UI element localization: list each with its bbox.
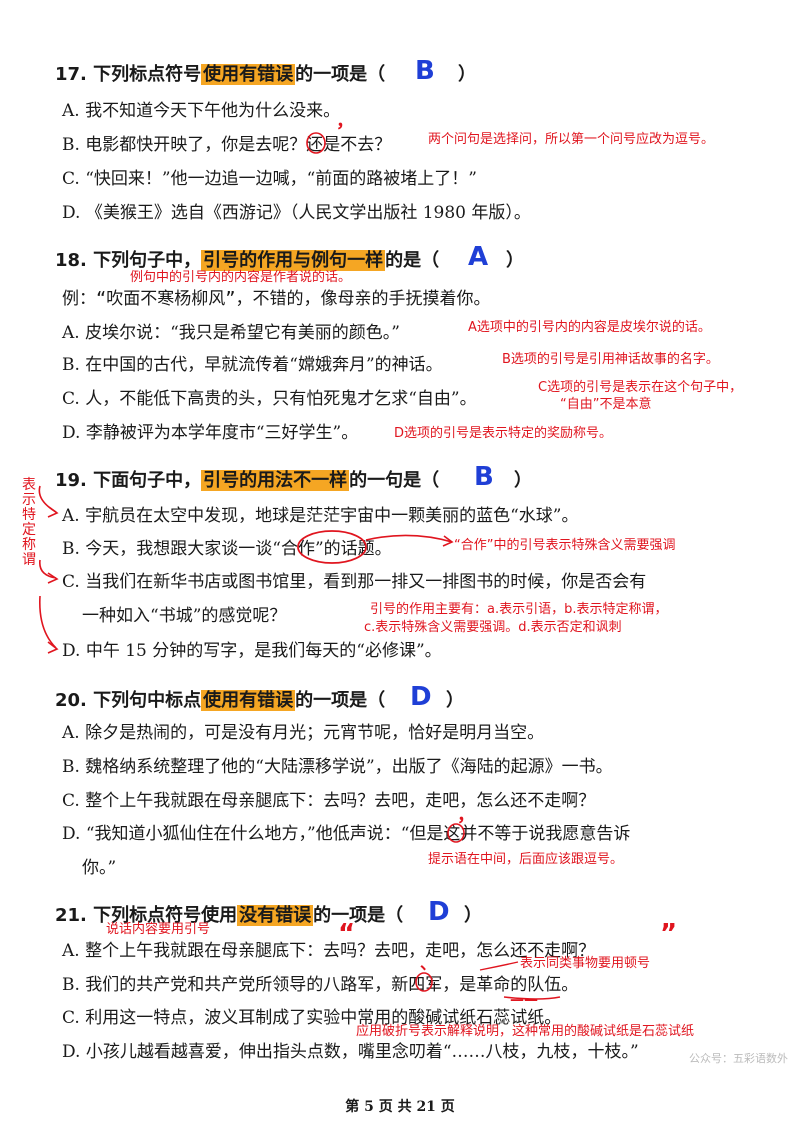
q21-mark-c: —— [510,992,538,1008]
q17-option-b: B. 电影都快开映了，你是去呢？还是不去？ [62,135,392,155]
q21-note-b: 表示同类事物要用顿号 [520,956,651,971]
q20-stem-pre: 20. 下列句中标点 [55,690,202,711]
q18-option-c: C. 人，不能低下高贵的头，只有怕死鬼才乞求“自由”。 [62,389,477,409]
q18-answer: A [468,242,489,272]
q18-note-c2: “自由”不是本意 [560,397,652,412]
q18-example: 例：“吹面不寒杨柳风”，不错的，像母亲的手抚摸着你。 [62,289,491,309]
q21-stem-post: 的一项是（ [313,905,404,926]
q18-note-b: B选项的引号是引用神话故事的名字。 [502,352,719,367]
q21-option-a: A. 整个上午我就跟在母亲腿底下：去吗？去吧，走吧，怎么还不走啊？ [62,941,596,961]
q19-note-b: “合作”中的引号表示特殊含义需要强调 [454,538,676,553]
q19-option-b: B. 今天，我想跟大家谈一谈“合作”的话题。 [62,539,392,559]
q19-stem-post: 的一句是（ [349,470,440,491]
q17-option-c: C. “快回来！”他一边追一边喊，“前面的路被堵上了！” [62,169,477,189]
q21-stem: 21. 下列标点符号使用没有错误的一项是（ [55,905,403,927]
q18-close: ） [506,250,524,271]
q21-option-d: D. 小孩儿越看越喜爱，伸出指头点数，嘴里念叨着“……八枝，九枝，十枝。” [62,1042,639,1062]
q19-option-c-cont: 一种如入“书城”的感觉呢？ [82,606,287,626]
q21-option-c: C. 利用这一特点，波义耳制成了实验中常用的酸碱试纸石蕊试纸。 [62,1008,562,1028]
q18-stem-pre: 18. 下列句子中， [55,250,202,271]
q19-option-c: C. 当我们在新华书店或图书馆里，看到那一排又一排图书的时候，你是否会有 [62,572,647,592]
q18-note-d: D选项的引号是表示特定的奖励称号。 [394,426,613,441]
q20-stem-post: 的一项是（ [295,690,386,711]
q21-note-a: 说话内容要用引号 [106,922,211,937]
q19-arrow-c [47,572,59,584]
q17-stem: 17. 下列标点符号使用有错误的一项是（ [55,64,385,86]
page-footer: 第 5 页 共 21 页 [345,1099,455,1115]
q20-note: 提示语在中间，后面应该跟逗号。 [428,852,624,867]
q19-stem-pre: 19. 下面句子中， [55,470,202,491]
q20-correction-mark: ， [457,805,475,826]
q18-note-example: 例句中的引号内的内容是作者说的话。 [130,270,352,285]
q17-answer: B [415,56,435,86]
q21-quote-close-mark: ” [660,919,678,949]
q18-note-c: C选项的引号是表示在这个句子中， [538,380,743,395]
q17-stem-highlight: 使用有错误 [201,64,296,85]
watermark: 公众号：五彩语数外 [689,1052,788,1065]
q17-correction-mark: ， [336,111,354,132]
q18-option-d: D. 李静被评为本学年度市“三好学生”。 [62,423,359,443]
q17-stem-post: 的一项是（ [295,64,386,85]
q20-answer: D [410,682,432,712]
q21-quote-open-mark: “ [338,919,356,949]
q19-stem-highlight: 引号的用法不一样 [201,470,350,491]
q19-arrow-d [47,641,59,654]
q21-close: ） [464,905,482,926]
q20-close: ） [446,690,464,711]
q18-option-b: B. 在中国的古代，早就流传着“嫦娥奔月”的神话。 [62,355,443,375]
q18-stem-post: 的是（ [385,250,440,271]
q21-option-b: B. 我们的共产党和共产党所领导的八路军，新四军，是革命的队伍。 [62,975,579,995]
q18-stem: 18. 下列句子中，引号的作用与例句一样的是（ [55,250,439,272]
q17-close: ） [458,64,476,85]
q18-option-a: A. 皮埃尔说：“我只是希望它有美丽的颜色。” [62,323,400,343]
q19-arrow-b-head [442,535,454,547]
q21-note-c: 应用破折号表示解释说明，这种常用的酸碱试纸是石蕊试纸 [356,1024,695,1039]
q19-option-d: D. 中午 15 分钟的写字，是我们每天的“必修课”。 [62,641,442,661]
q19-stem: 19. 下面句子中，引号的用法不一样的一句是（ [55,470,439,492]
q17-note: 两个问句是选择问，所以第一个问号应改为逗号。 [428,132,715,147]
q18-note-a: A选项中的引号内的内容是皮埃尔说的话。 [468,320,711,335]
q21-mark-b: 、 [420,954,437,973]
q19-option-a: A. 宇航员在太空中发现，地球是茫茫宇宙中一颗美丽的蓝色“水球”。 [62,506,579,526]
q19-close: ） [514,470,532,491]
q19-answer: B [474,462,494,492]
q19-note-c2: c.表示特殊含义需要强调。d.表示否定和讽刺 [364,620,622,635]
q19-bracket [38,485,57,649]
q21-stem-pre: 21. 下列标点符号使用 [55,905,238,926]
q18-stem-highlight: 引号的作用与例句一样 [201,250,386,271]
q20-option-d-cont: 你。” [82,858,117,878]
q19-note-c1: 引号的作用主要有：a.表示引语，b.表示特定称谓， [370,602,668,617]
q17-option-a: A. 我不知道今天下午他为什么没来。 [62,101,341,121]
q20-option-b: B. 魏格纳系统整理了他的“大陆漂移学说”，出版了《海陆的起源》一书。 [62,757,613,777]
q19-side-note: 表示特定称谓 [22,477,36,568]
q21-answer: D [428,897,450,927]
q17-option-d: D. 《美猴王》选自《西游记》（人民文学出版社 1980 年版）。 [62,203,531,223]
q20-option-c: C. 整个上午我就跟在母亲腿底下：去吗？去吧，走吧，怎么还不走啊？ [62,791,596,811]
q20-option-d: D. “我知道小狐仙住在什么地方，”他低声说：“但是这并不等于说我愿意告诉 [62,824,631,844]
q20-stem: 20. 下列句中标点使用有错误的一项是（ [55,690,385,712]
q20-option-a: A. 除夕是热闹的，可是没有月光；元宵节呢，恰好是明月当空。 [62,723,545,743]
q21-stem-highlight: 没有错误 [237,905,314,926]
q21-arrow-b [479,961,519,971]
q20-stem-highlight: 使用有错误 [201,690,296,711]
q19-arrow-a [47,506,59,518]
q17-stem-pre: 17. 下列标点符号 [55,64,202,85]
